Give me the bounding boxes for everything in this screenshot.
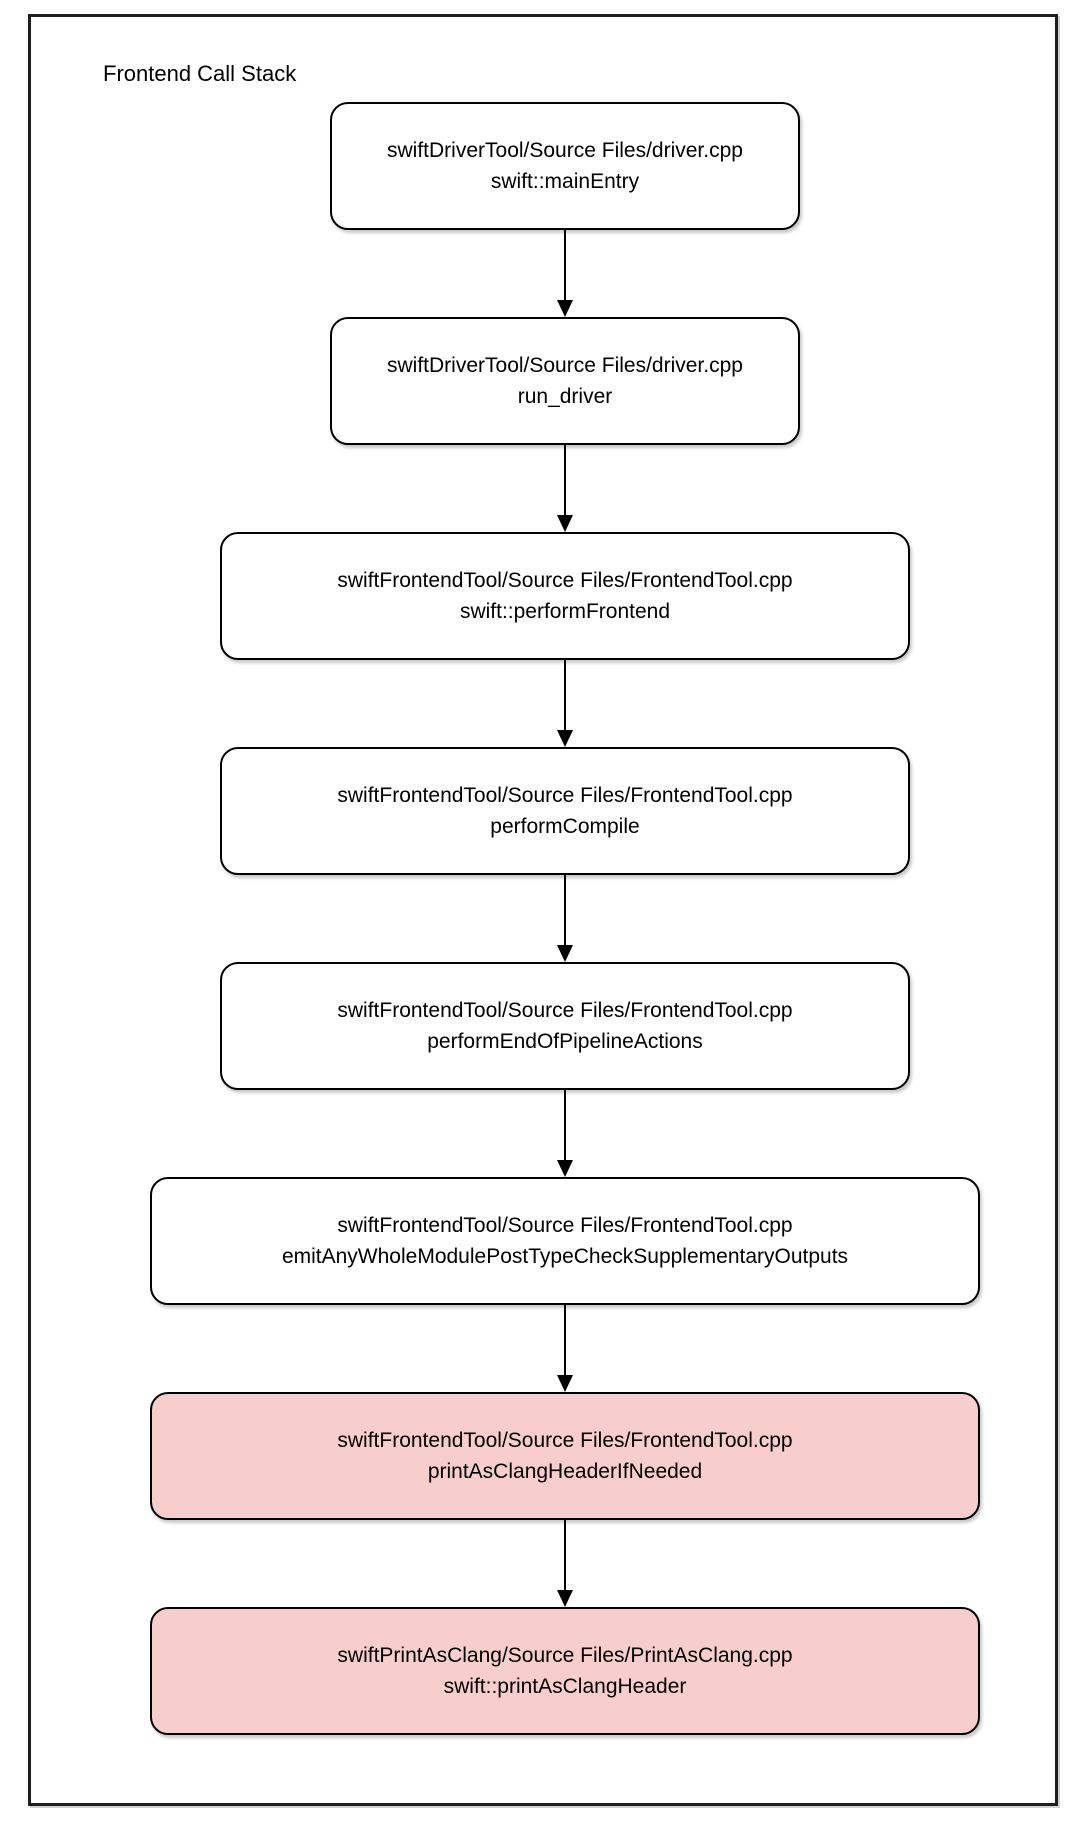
node-file-label: swiftFrontendTool/Source Files/FrontendT… (337, 569, 793, 592)
arrow-line (564, 1520, 566, 1591)
arrowhead-down-icon (557, 1375, 573, 1392)
flow-arrow (557, 445, 573, 532)
node-function-label: printAsClangHeaderIfNeeded (427, 1460, 703, 1483)
node-function-label: performCompile (490, 815, 640, 838)
arrowhead-down-icon (557, 945, 573, 962)
node-function-label: emitAnyWholeModulePostTypeCheckSupplemen… (281, 1245, 849, 1268)
diagram-title: Frontend Call Stack (103, 61, 297, 86)
node-function-label: swift::performFrontend (459, 600, 671, 623)
flowchart-node-performFrontend: swiftFrontendTool/Source Files/FrontendT… (220, 532, 910, 660)
node-file-label: swiftFrontendTool/Source Files/FrontendT… (337, 1429, 793, 1452)
arrow-line (564, 230, 566, 301)
flowchart-node-run-driver: swiftDriverTool/Source Files/driver.cpp … (330, 317, 800, 445)
node-function-label: performEndOfPipelineActions (427, 1030, 703, 1053)
arrowhead-down-icon (557, 730, 573, 747)
flowchart-node-emitSupplementaryOutputs: swiftFrontendTool/Source Files/FrontendT… (150, 1177, 980, 1305)
arrowhead-down-icon (557, 515, 573, 532)
node-file-label: swiftPrintAsClang/Source Files/PrintAsCl… (337, 1644, 793, 1667)
arrowhead-down-icon (557, 1590, 573, 1607)
arrow-line (564, 875, 566, 946)
flowchart-node-printAsClangHeader: swiftPrintAsClang/Source Files/PrintAsCl… (150, 1607, 980, 1735)
flowchart-node-printAsClangHeaderIfNeeded: swiftFrontendTool/Source Files/FrontendT… (150, 1392, 980, 1520)
arrow-line (564, 1090, 566, 1161)
node-function-label: swift::printAsClangHeader (443, 1675, 687, 1698)
flowchart-node-performEndOfPipelineActions: swiftFrontendTool/Source Files/FrontendT… (220, 962, 910, 1090)
node-file-label: swiftDriverTool/Source Files/driver.cpp (387, 354, 743, 377)
flow-arrow (557, 875, 573, 962)
flow-arrow (557, 660, 573, 747)
arrow-line (564, 445, 566, 516)
arrowhead-down-icon (557, 300, 573, 317)
node-function-label: run_driver (517, 385, 613, 408)
flowchart-node-performCompile: swiftFrontendTool/Source Files/FrontendT… (220, 747, 910, 875)
arrow-line (564, 660, 566, 731)
node-function-label: swift::mainEntry (490, 170, 640, 193)
arrow-line (564, 1305, 566, 1376)
flow-arrow (557, 1520, 573, 1607)
node-file-label: swiftFrontendTool/Source Files/FrontendT… (337, 1214, 793, 1237)
node-file-label: swiftFrontendTool/Source Files/FrontendT… (337, 999, 793, 1022)
flow-arrow (557, 230, 573, 317)
flowchart-node-mainEntry: swiftDriverTool/Source Files/driver.cpp … (330, 102, 800, 230)
arrowhead-down-icon (557, 1160, 573, 1177)
flow-arrow (557, 1305, 573, 1392)
node-file-label: swiftDriverTool/Source Files/driver.cpp (387, 139, 743, 162)
flow-arrow (557, 1090, 573, 1177)
diagram-container: Frontend Call Stack (28, 14, 1058, 1806)
node-file-label: swiftFrontendTool/Source Files/FrontendT… (337, 784, 793, 807)
